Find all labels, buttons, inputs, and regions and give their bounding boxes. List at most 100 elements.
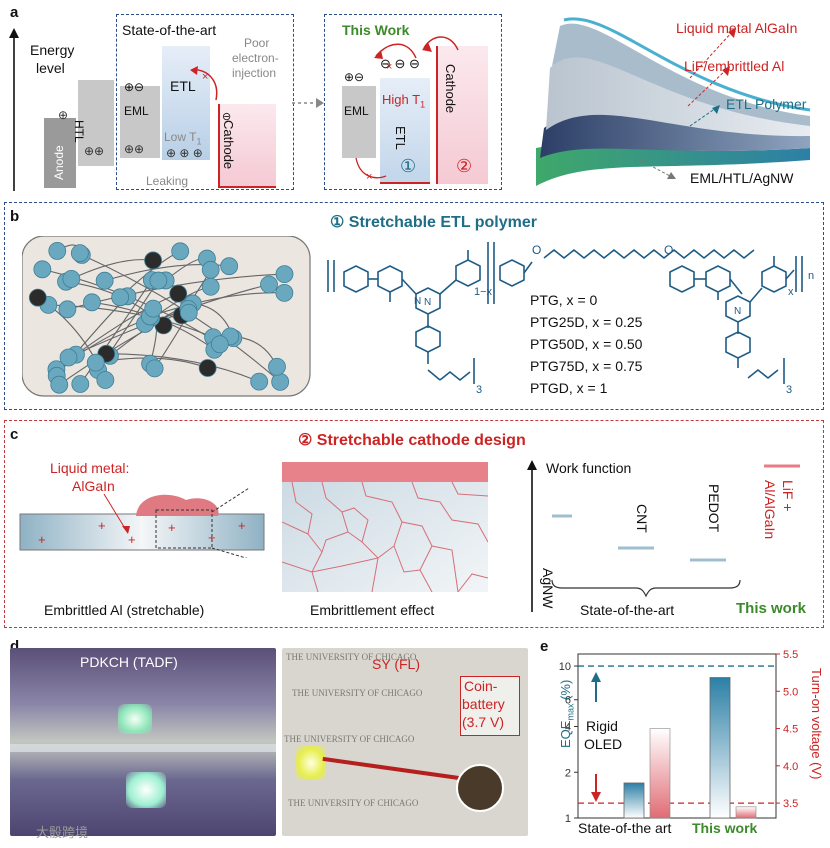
electron-bead (144, 251, 162, 270)
device-yellow-glow (296, 746, 326, 780)
eml-block-sota (120, 86, 160, 158)
voltage-bar-0 (649, 728, 671, 819)
layer-label-1: LiF/embrittled Al (684, 58, 785, 74)
cathode-electron-sota: ⊖ (222, 111, 232, 123)
high-t1-sub: 1 (420, 99, 426, 110)
plot-frame (577, 653, 777, 819)
eml-label-sota: EML (124, 104, 149, 118)
htl-block (78, 80, 114, 166)
y-left-label: EQEmax (%) (558, 680, 576, 748)
eml-charges-tw: ⊕⊖ (344, 70, 365, 84)
high-t1: High T1 (382, 92, 425, 110)
subscript-3a: 3 (476, 384, 483, 396)
panel-b-box (4, 202, 824, 410)
coin-battery (456, 764, 504, 812)
y-left-tick-label: 6 (565, 695, 571, 707)
liquid-metal-l1: Liquid metal: (50, 460, 130, 476)
chicago-text-4: THE UNIVERSITY OF CHICAGO (288, 798, 419, 808)
polymer-bead (33, 260, 52, 279)
polymer-network-diagram (22, 236, 311, 397)
polymer-bead (95, 271, 114, 290)
anode-hole-symbol: ⊕ (58, 108, 69, 122)
chicago-text-1: THE UNIVERSITY OF CHICAGO (286, 652, 417, 662)
polymer-1: PTG25D, x = 0.25 (530, 314, 643, 330)
transition-arrow (292, 98, 324, 108)
voltage-bar-1 (735, 806, 757, 819)
low-t1-sub: 1 (196, 136, 202, 147)
polymer-bead (171, 242, 190, 261)
rigid-oled-l2: OLED (584, 736, 623, 752)
circle-1-a: ① (400, 156, 417, 176)
oxygen-bridge-1: O (532, 243, 542, 257)
polymer-bead (210, 335, 229, 354)
left-photo-caption: PDKCH (TADF) (80, 654, 178, 670)
eml-charges-sota: ⊕⊖ (124, 80, 145, 94)
watermark: 大骰跨境 (36, 825, 89, 840)
embrittlement-effect-image (282, 462, 488, 592)
electron-bead (169, 284, 188, 303)
sota-title: State-of-the-art (122, 22, 217, 38)
chicago-text-3: THE UNIVERSITY OF CHICAGO (284, 734, 415, 744)
material-cnt: CNT (634, 504, 650, 533)
this-work-label-c: This work (736, 600, 807, 617)
x-label-this-work: This work (692, 820, 758, 836)
leaking-label: Leaking (146, 174, 189, 188)
low-t1-text: Low T (164, 130, 197, 144)
photo-coin-battery-right: THE UNIVERSITY OF CHICAGO THE UNIVERSITY… (282, 648, 528, 836)
y-right-label: Turn-on voltage (V) (809, 668, 824, 780)
material-pedot: PEDOT (706, 484, 722, 533)
photo-stretched-device-left: PDKCH (TADF) (10, 648, 276, 836)
liquid-metal-l2: AlGaIn (72, 478, 115, 494)
high-t1-text: High T (382, 92, 421, 107)
oxygen-bridge-2: O (664, 243, 674, 257)
electron-bead (198, 359, 217, 377)
svg-text:N: N (414, 296, 421, 307)
panel-a-label: a (10, 4, 19, 21)
sota-label-c: State-of-the-art (580, 602, 675, 618)
arrow-up-head (591, 672, 601, 682)
etl-block-tw (380, 78, 430, 184)
polymer-bead (50, 375, 69, 394)
polymer-bead (96, 371, 115, 389)
panel-c-box (4, 420, 824, 628)
polymer-bead (111, 288, 130, 307)
polymer-bead (275, 283, 294, 302)
layer-label-0: Liquid metal AlGaIn (676, 20, 798, 36)
x-label-sota: State-of-the art (578, 820, 672, 836)
coin-label-box (460, 676, 520, 736)
layer-stack-illustration (536, 17, 811, 186)
etl-holes-sota: ⊕ ⊕ ⊕ (166, 146, 203, 160)
right-photo-caption: SY (FL) (372, 656, 420, 672)
energy-axis-label-line1: Energy (30, 42, 75, 58)
polymer-bead (179, 303, 198, 322)
svg-text:+: + (128, 532, 136, 547)
subscript-n: n (808, 270, 815, 282)
polymer-bead (201, 277, 220, 296)
cathode-label-sota: Cathode (221, 120, 236, 170)
y-left-tick-label: 10 (559, 661, 571, 673)
y-right-tick-label: 3.5 (783, 798, 798, 810)
energy-axis-arrow (9, 28, 19, 191)
polymer-bead (275, 265, 294, 284)
y-right-tick-label: 4.0 (783, 761, 798, 773)
polymer-bead (48, 241, 67, 260)
eqe-bar-0 (623, 782, 645, 819)
work-function-label: Work function (546, 460, 632, 476)
y-left-label-main: EQE (558, 720, 573, 748)
polymer-chain (75, 293, 179, 356)
y-left-label-unit: (%) (558, 679, 573, 704)
panel-e-label: e (540, 638, 549, 655)
polymer-bead (71, 375, 90, 393)
polymer-4: PTGD, x = 1 (530, 380, 608, 396)
injection-arrows-tw: × × (355, 36, 459, 183)
svg-text:N: N (424, 297, 431, 308)
htl-hole-symbols: ⊕⊕ (84, 144, 105, 158)
polymer-bead (62, 269, 81, 288)
coin-l1: Coin- (464, 678, 498, 694)
svg-text:N: N (734, 306, 741, 317)
eqe-bar-1 (709, 677, 731, 819)
this-work-title: This Work (342, 22, 410, 38)
cathode-block-sota (218, 104, 276, 188)
device-glow-1 (118, 704, 152, 734)
